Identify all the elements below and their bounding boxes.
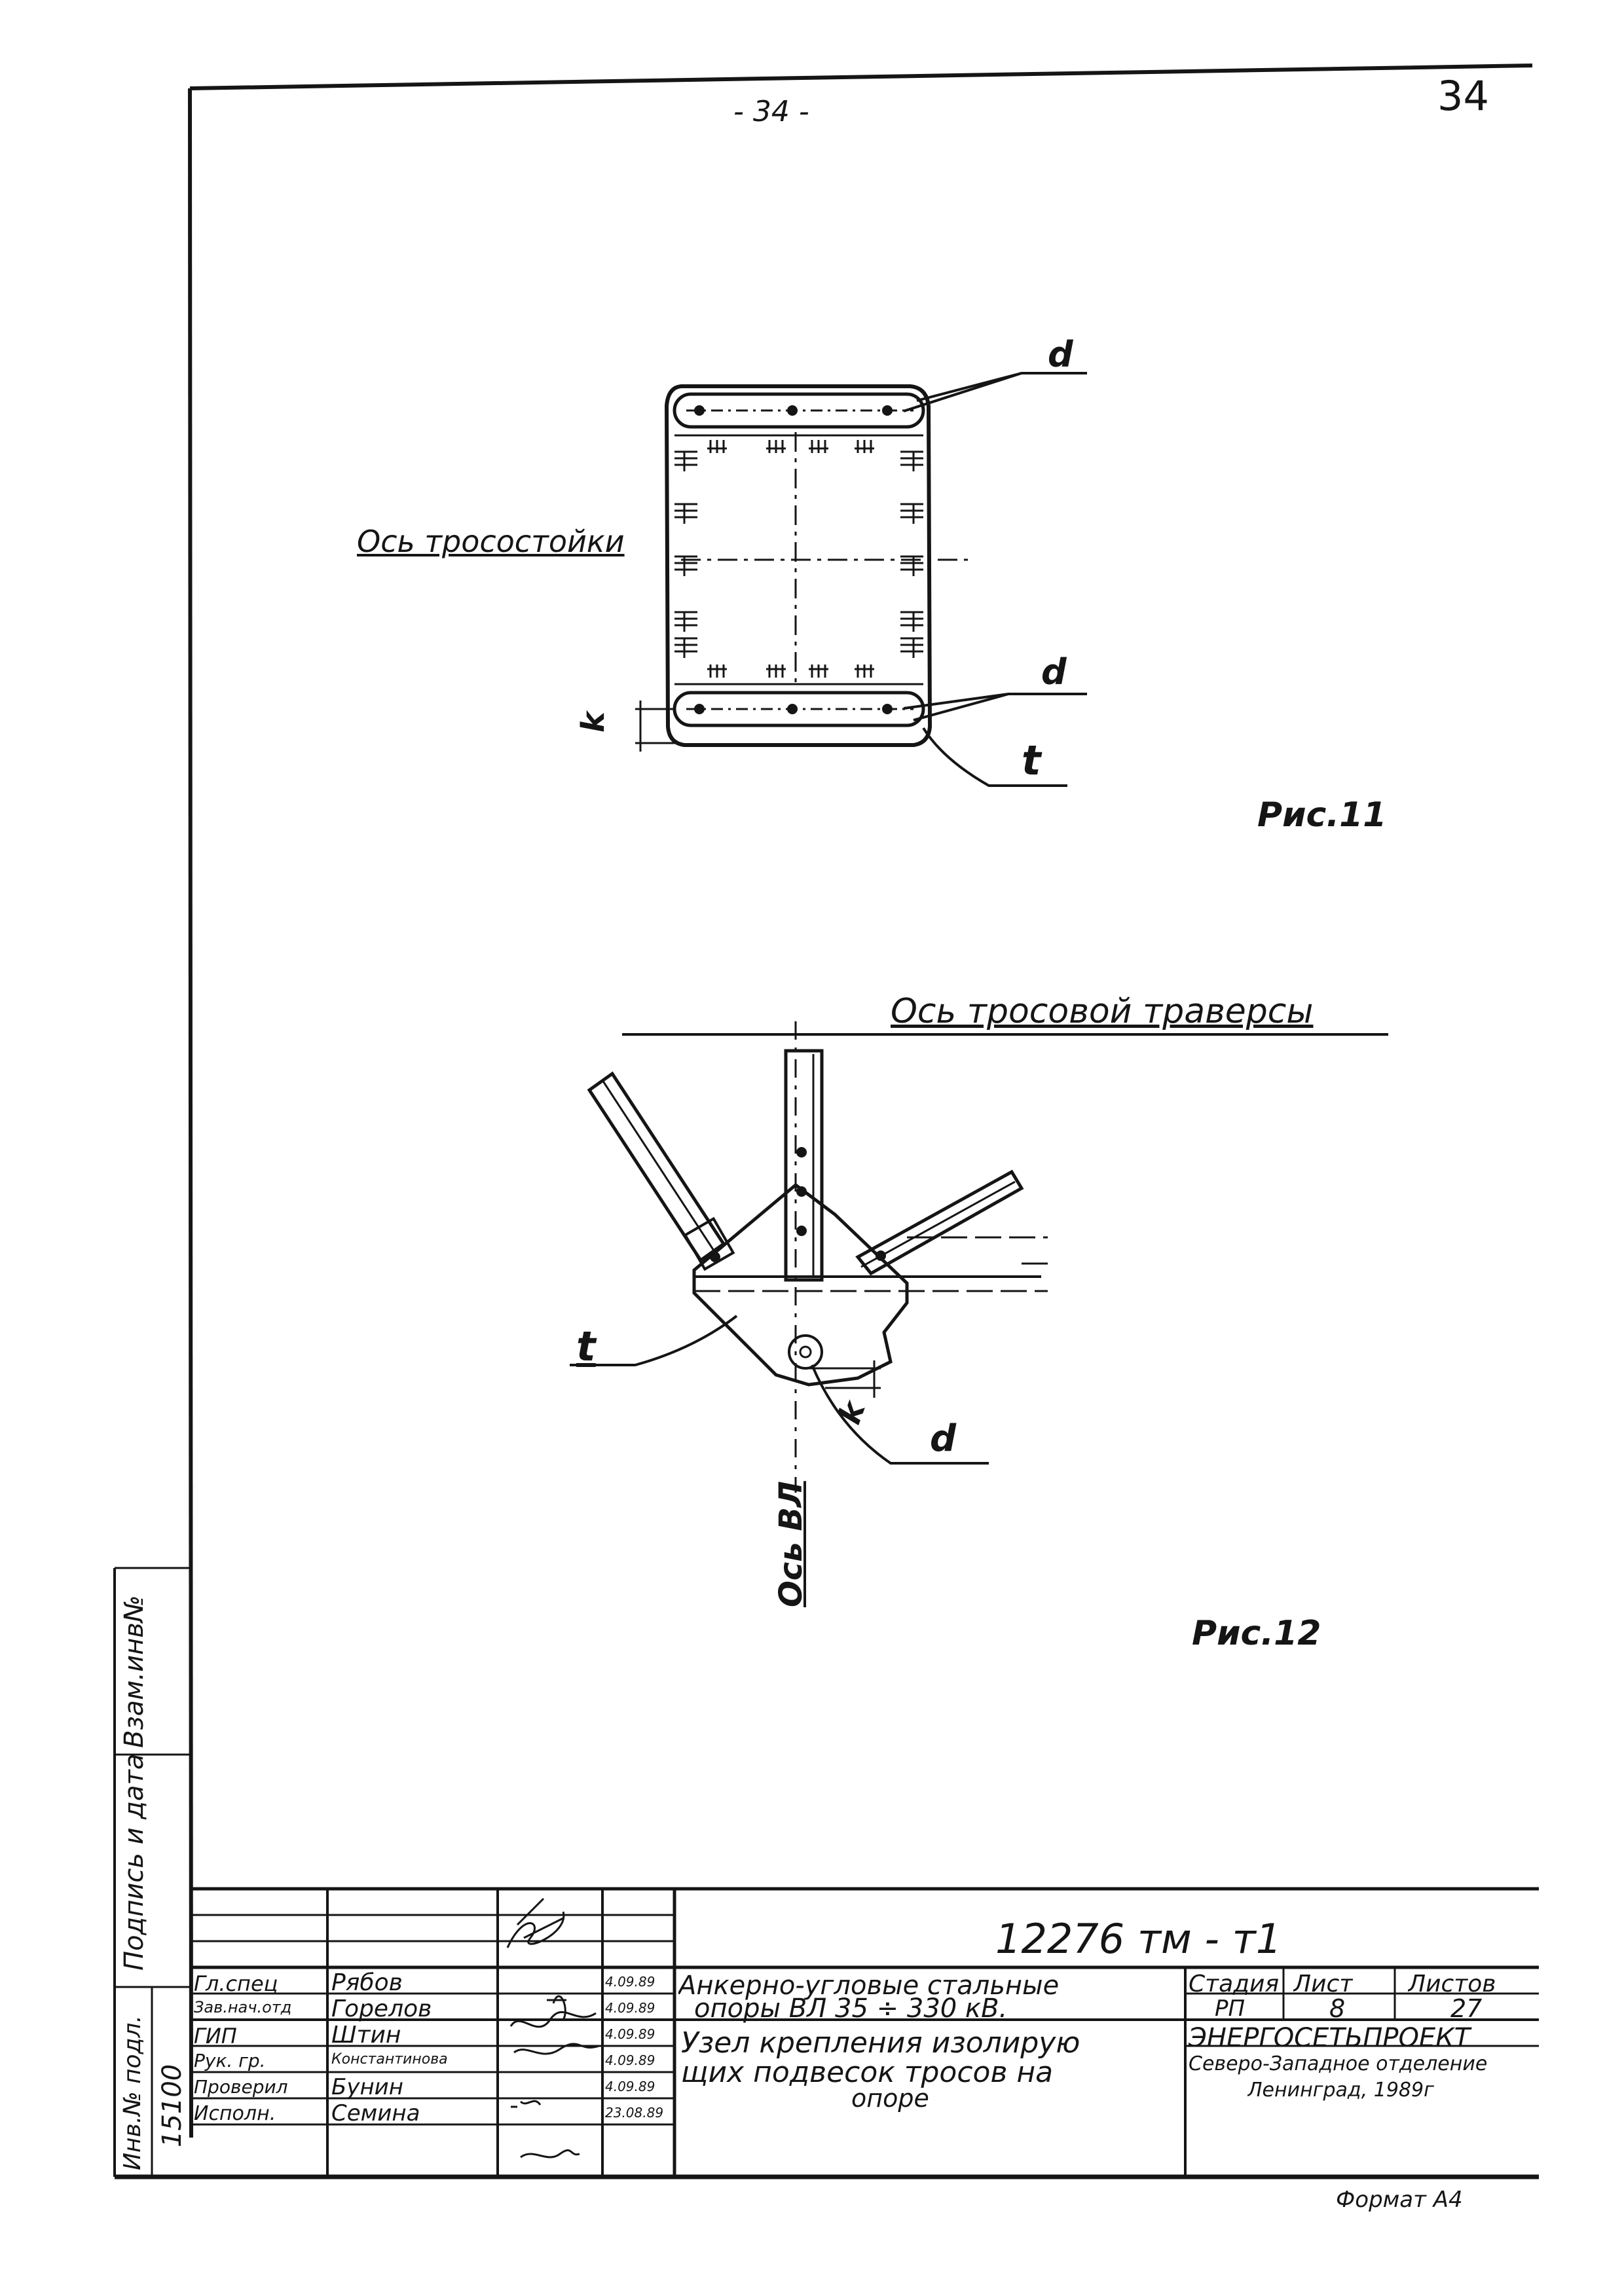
sheet-subtitle-line2: щих подвесок тросов на <box>681 2056 1054 2089</box>
fig12-axis-label: Ось тросовой траверсы <box>891 992 1314 1031</box>
fig12-label-d: d <box>930 1417 957 1460</box>
margin-inv-number: 15100 <box>157 2064 187 2147</box>
object-title-line1: Анкерно-угловые стальные <box>678 1971 1060 2001</box>
staff-role: Проверил <box>194 2076 288 2098</box>
fig11-label-d-top: d <box>1048 334 1073 375</box>
staff-date: 23.08.89 <box>605 2105 664 2121</box>
margin-vzam-inv: Взам.инв№ <box>119 1595 149 1748</box>
fig11-caption: Рис.11 <box>1257 795 1387 835</box>
drawing-frame <box>113 64 1539 2179</box>
staff-name: Горелов <box>331 1995 432 2022</box>
staff-name: Рябов <box>331 1969 403 1996</box>
sheet-subtitle-line1: Узел крепления изолирую <box>681 2026 1080 2060</box>
staff-role: Зав.нач.отд <box>194 1998 292 2016</box>
staff-date: 4.09.89 <box>605 1974 655 1990</box>
margin-inv-podl: Инв.№ подл. <box>119 2015 146 2170</box>
title-block-grid <box>190 1887 1539 2177</box>
staff-role: Исполн. <box>194 2102 276 2125</box>
staff-name: Семина <box>331 2100 420 2126</box>
staff-name: Штин <box>331 2022 401 2049</box>
margin-podpis-data: Подпись и дата <box>119 1753 149 1971</box>
figure-11-drawing <box>635 372 1087 787</box>
sheet-subtitle-line3: опоре <box>851 2084 929 2113</box>
page-number-center: - 34 - <box>733 95 809 128</box>
staff-date: 4.09.89 <box>605 2052 655 2068</box>
sheet-format: Формат А4 <box>1336 2187 1463 2213</box>
fig12-label-t: t <box>576 1322 596 1370</box>
fig11-label-d-bottom: d <box>1041 651 1067 693</box>
org-name: ЭНЕРГОСЕТЬПРОЕКТ <box>1189 2023 1471 2053</box>
staff-name: Бунин <box>331 2074 404 2100</box>
staff-role: ГИП <box>194 2024 237 2049</box>
fig11-label-t: t <box>1022 737 1041 784</box>
fig11-label-k: k <box>574 712 612 733</box>
staff-date: 4.09.89 <box>605 2000 655 2016</box>
org-branch: Северо-Западное отделение <box>1189 2052 1488 2075</box>
page-number-corner: 34 <box>1437 72 1489 120</box>
sheets-value: 27 <box>1450 1994 1483 2023</box>
sheet-header: Лист <box>1293 1971 1354 1997</box>
stage-header: Стадия <box>1189 1971 1280 1997</box>
fig11-axis-label: Ось тросостойки <box>357 524 625 559</box>
staff-name: Константинова <box>331 2051 448 2068</box>
document-code: 12276 тм - т1 <box>995 1915 1282 1963</box>
staff-date: 4.09.89 <box>605 2026 655 2042</box>
signature-marks <box>506 1897 600 2159</box>
figure-12-drawing <box>570 1021 1388 1493</box>
fig12-caption: Рис.12 <box>1192 1614 1321 1653</box>
fig12-axis-vl-label: Ось ВЛ <box>773 1481 809 1607</box>
staff-date: 4.09.89 <box>605 2079 655 2094</box>
staff-role: Рук. гр. <box>194 2050 266 2071</box>
org-city: Ленинград, 1989г <box>1247 2079 1434 2102</box>
stage-value: РП <box>1215 1995 1246 2022</box>
sheets-header: Листов <box>1408 1971 1496 1997</box>
staff-role: Гл.спец <box>194 1971 278 1996</box>
sheet-value: 8 <box>1329 1994 1346 2023</box>
object-title-line2: опоры ВЛ 35 ÷ 330 кВ. <box>694 1994 1008 2024</box>
